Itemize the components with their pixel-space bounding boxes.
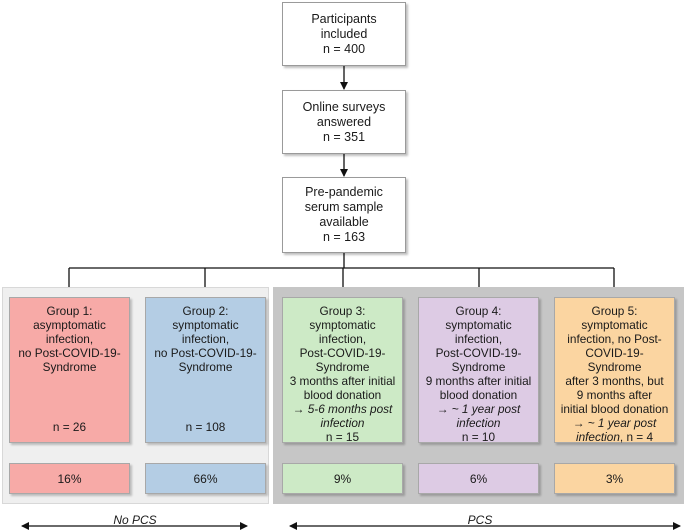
group-5-line: 9 months after	[576, 388, 653, 402]
group-5-line: infection, no Post-	[567, 332, 662, 346]
group-3-line: symptomatic	[309, 318, 376, 332]
serum-box: Pre-pandemic serum sample available n = …	[282, 177, 406, 253]
group-5-line: symptomatic	[581, 318, 648, 332]
group-1-box: Group 1: asymptomatic infection, no Post…	[9, 297, 130, 443]
participants-count: n = 400	[322, 41, 366, 56]
group-3-line: blood donation	[303, 388, 382, 402]
group-4-percent: 6%	[418, 463, 539, 494]
group-3-line: 3 months after initial	[289, 374, 396, 388]
pcs-label: PCS	[467, 513, 493, 527]
right-arrow-icon: →	[436, 402, 452, 416]
participants-box: Participants included n = 400	[282, 2, 406, 66]
group-1-percent: 16%	[9, 463, 130, 494]
group-1-percent-value: 16%	[57, 471, 82, 486]
group-3-line: Syndrome	[315, 360, 370, 374]
serum-line-3: available	[319, 215, 369, 229]
group-4-title: Group 4:	[455, 304, 502, 318]
participants-line-1: Participants	[311, 11, 377, 26]
group-1-count: n = 26	[52, 420, 87, 434]
group-2-box: Group 2: symptomatic infection, no Post-…	[145, 297, 266, 443]
group-4-line: Syndrome	[451, 360, 506, 374]
group-5-line: initial blood donation	[560, 402, 669, 416]
group-5-percent: 3%	[554, 463, 675, 494]
group-2-line: Syndrome	[178, 360, 233, 374]
serum-line-2: serum sample	[304, 200, 384, 214]
group-5-note: ~ 1 year post	[587, 416, 657, 430]
group-2-line: infection,	[181, 332, 230, 346]
group-1-line: infection,	[45, 332, 94, 346]
group-3-percent: 9%	[282, 463, 403, 494]
group-3-note: 5-6 months post	[307, 402, 393, 416]
serum-line-1: Pre-pandemic	[305, 185, 383, 199]
group-3-count: n = 15	[325, 430, 360, 444]
group-4-count: n = 10	[461, 430, 496, 444]
group-2-line: no Post-COVID-19-	[154, 346, 257, 360]
group-5-line: Syndrome	[587, 360, 642, 374]
no-pcs-label: No PCS	[113, 513, 157, 527]
group-4-line: blood donation	[439, 388, 518, 402]
group-3-percent-value: 9%	[333, 471, 352, 486]
group-2-title: Group 2:	[182, 304, 229, 318]
group-2-percent-value: 66%	[193, 471, 218, 486]
group-4-box: Group 4: symptomatic infection, Post-COV…	[418, 297, 539, 444]
group-2-line: symptomatic	[172, 318, 239, 332]
group-2-count: n = 108	[185, 420, 226, 434]
group-3-title: Group 3:	[319, 304, 366, 318]
group-1-line: Syndrome	[42, 360, 97, 374]
group-4-line: Post-COVID-19-	[435, 346, 522, 360]
group-2-percent: 66%	[145, 463, 266, 494]
group-5-count: , n = 4	[619, 430, 654, 444]
group-4-line: infection,	[454, 332, 503, 346]
group-4-line: 9 months after initial	[425, 374, 532, 388]
group-3-note: infection	[320, 416, 365, 430]
group-5-box: Group 5: symptomatic infection, no Post-…	[554, 297, 675, 444]
right-arrow-icon: →	[292, 402, 308, 416]
serum-count: n = 163	[322, 230, 366, 244]
group-4-line: symptomatic	[445, 318, 512, 332]
group-5-line: COVID-19-	[585, 346, 644, 360]
group-3-line: Post-COVID-19-	[299, 346, 386, 360]
group-1-title: Group 1:	[46, 304, 93, 318]
group-3-box: Group 3: symptomatic infection, Post-COV…	[282, 297, 403, 444]
surveys-box: Online surveys answered n = 351	[282, 90, 406, 154]
right-arrow-icon: →	[572, 416, 588, 430]
group-1-line: no Post-COVID-19-	[18, 346, 121, 360]
group-5-line: after 3 months, but	[565, 374, 664, 388]
group-4-percent-value: 6%	[469, 471, 488, 486]
group-5-title: Group 5:	[591, 304, 638, 318]
surveys-line-1: Online surveys	[302, 99, 386, 114]
participants-line-2: included	[320, 26, 368, 41]
surveys-count: n = 351	[322, 129, 366, 144]
group-5-note: infection	[575, 430, 620, 444]
group-5-percent-value: 3%	[605, 471, 624, 486]
surveys-line-2: answered	[316, 114, 372, 129]
group-3-line: infection,	[318, 332, 367, 346]
group-1-line: asymptomatic	[33, 318, 106, 332]
group-4-note: ~ 1 year post	[451, 402, 521, 416]
group-4-note: infection	[456, 416, 501, 430]
